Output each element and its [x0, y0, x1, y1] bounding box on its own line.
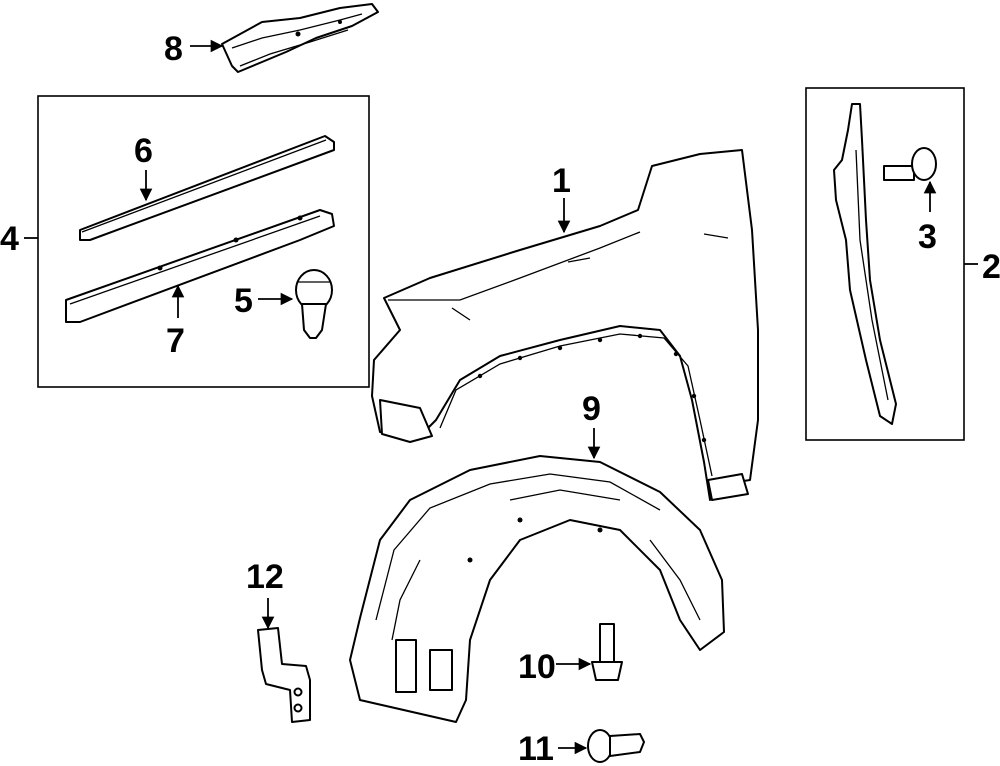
callout-9: 9 — [582, 390, 601, 428]
part-8-bracket — [221, 3, 379, 73]
part-1-fender — [371, 149, 759, 501]
part-11-clip — [587, 729, 645, 763]
callout-1: 1 — [552, 162, 571, 200]
part-2-side-seal — [833, 103, 897, 425]
callout-8: 8 — [164, 30, 183, 68]
callout-2: 2 — [982, 248, 1000, 286]
callout-10: 10 — [518, 648, 556, 686]
callout-4: 4 — [0, 220, 19, 258]
part-12-bracket — [257, 627, 311, 723]
callout-12: 12 — [246, 558, 284, 596]
callout-5: 5 — [234, 282, 253, 320]
group-box-4 — [37, 95, 370, 388]
part-3-bolt — [883, 147, 937, 181]
callout-11: 11 — [518, 730, 554, 766]
part-9-fender-liner — [349, 455, 725, 723]
callout-7: 7 — [166, 322, 185, 360]
callout-6: 6 — [134, 132, 153, 170]
part-5-clip — [295, 269, 333, 339]
part-7-seal — [65, 209, 335, 323]
part-6-seal — [79, 135, 335, 241]
part-10-bolt — [591, 623, 623, 681]
callout-3: 3 — [918, 218, 937, 256]
